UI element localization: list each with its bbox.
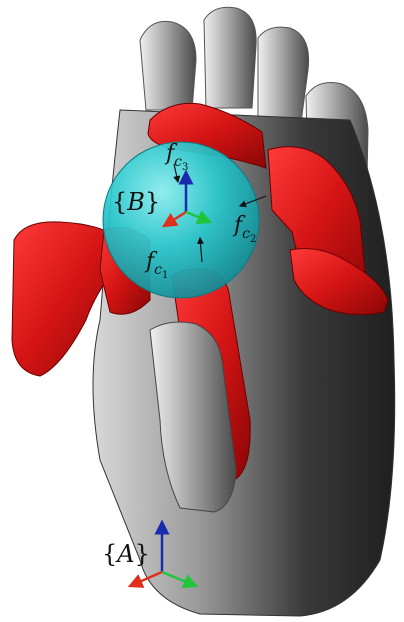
frame-b-label: {B} <box>112 188 160 216</box>
frame-a-label: {A} <box>102 540 150 568</box>
finger-ring-gray <box>258 27 309 130</box>
finger-middle-gray <box>204 7 256 108</box>
finger-index-gray <box>140 21 196 110</box>
